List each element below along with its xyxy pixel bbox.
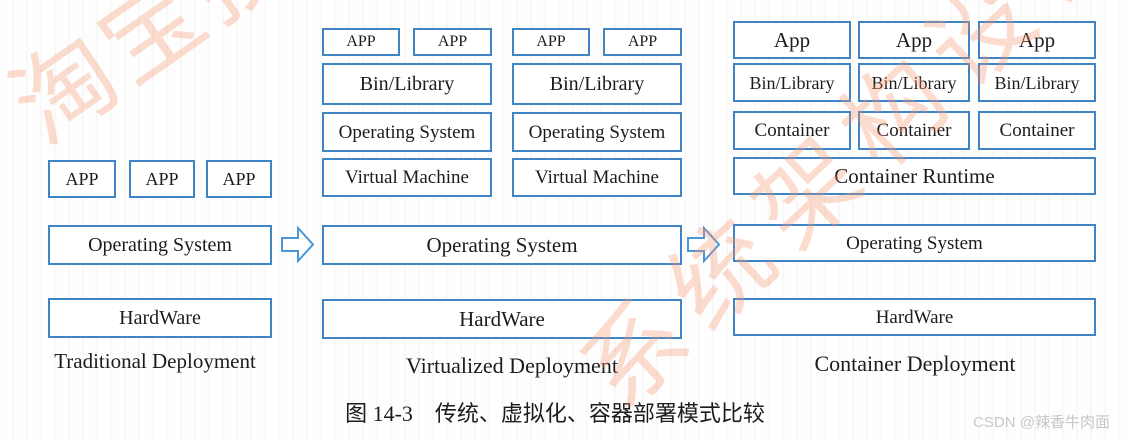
container-stack: App Bin/Library Container	[978, 21, 1096, 150]
container-runtime-box: Container Runtime	[733, 157, 1096, 195]
c1-container-box: Container	[733, 111, 851, 150]
c3-container-box: Container	[978, 111, 1096, 150]
traditional-column-label: Traditional Deployment	[54, 349, 256, 373]
vm1-app-box: APP	[322, 28, 400, 56]
flow-arrow-icon	[281, 225, 315, 268]
vm-stack: APP APP Bin/Library Operating System Vir…	[512, 28, 682, 197]
c3-app-box: App	[978, 21, 1096, 59]
vm-stack: APP APP Bin/Library Operating System Vir…	[322, 28, 492, 197]
container-hardware-box: HardWare	[733, 298, 1096, 336]
flow-arrow-icon	[687, 225, 721, 268]
figure-caption: 图 14-3 传统、虚拟化、容器部署模式比较	[345, 401, 765, 426]
c2-bin-library-box: Bin/Library	[858, 63, 970, 102]
pink-watermark-topleft: 淘宝技	[0, 0, 318, 166]
container-column-label: Container Deployment	[814, 351, 1016, 376]
virtualized-column-label: Virtualized Deployment	[406, 353, 618, 378]
traditional-app-box: APP	[48, 160, 116, 198]
c1-app-box: App	[733, 21, 851, 59]
c1-bin-library-box: Bin/Library	[733, 63, 851, 102]
csdn-watermark: CSDN @辣香牛肉面	[973, 414, 1110, 431]
vm1-app-box: APP	[413, 28, 492, 56]
container-os-box: Operating System	[733, 224, 1096, 262]
c2-app-box: App	[858, 21, 970, 59]
container-stack: App Bin/Library Container	[858, 21, 970, 150]
vm2-os-box: Operating System	[512, 112, 682, 152]
virtualized-os-box: Operating System	[322, 225, 682, 265]
virtualized-hardware-box: HardWare	[322, 299, 682, 339]
traditional-hardware-box: HardWare	[48, 298, 272, 338]
c3-bin-library-box: Bin/Library	[978, 63, 1096, 102]
vm2-app-box: APP	[603, 28, 682, 56]
traditional-app-box: APP	[129, 160, 195, 198]
vm1-os-box: Operating System	[322, 112, 492, 152]
vm1-bin-library-box: Bin/Library	[322, 63, 492, 105]
traditional-os-box: Operating System	[48, 225, 272, 265]
container-stack: App Bin/Library Container	[733, 21, 851, 150]
vm2-app-box: APP	[512, 28, 590, 56]
vm2-virtual-machine-box: Virtual Machine	[512, 158, 682, 197]
traditional-app-box: APP	[206, 160, 272, 198]
c2-container-box: Container	[858, 111, 970, 150]
vm2-bin-library-box: Bin/Library	[512, 63, 682, 105]
vm1-virtual-machine-box: Virtual Machine	[322, 158, 492, 197]
